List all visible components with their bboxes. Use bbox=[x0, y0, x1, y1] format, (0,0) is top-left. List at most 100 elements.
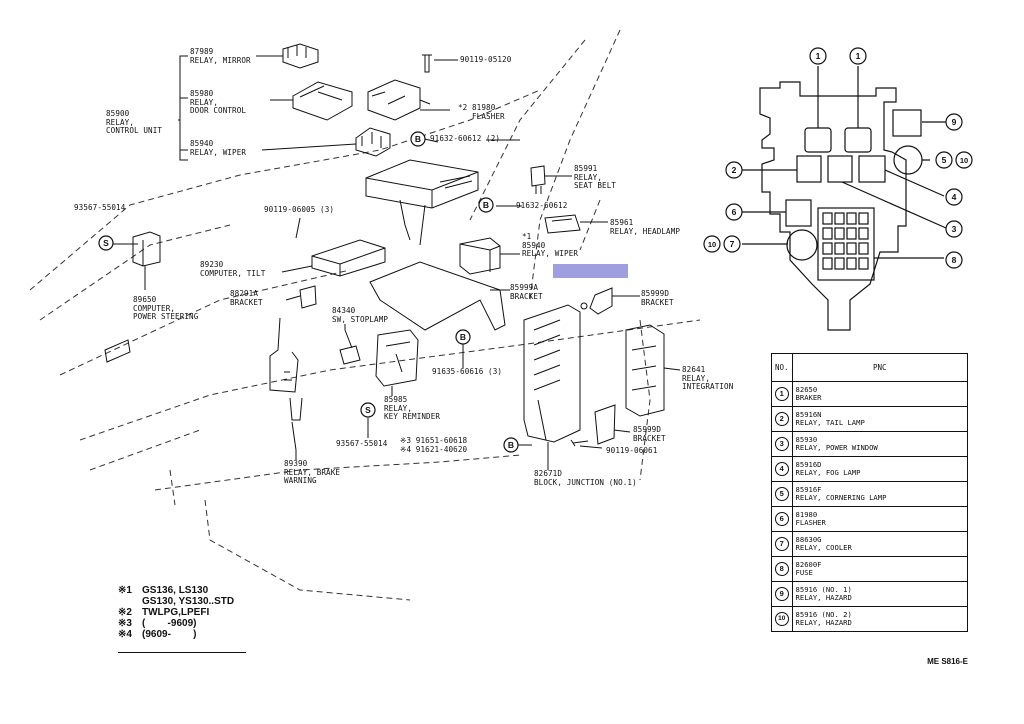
callout-b bbox=[478, 197, 494, 213]
layout-number: 10 bbox=[708, 240, 716, 249]
row-number: 10 bbox=[774, 612, 789, 626]
pnc-name: RELAY, TAIL LAMP bbox=[795, 418, 865, 427]
label-bolt-90119-05120: 90119-05120 bbox=[460, 55, 512, 64]
table-row: 9 85916 (NO. 1)RELAY, HAZARD bbox=[771, 581, 969, 607]
pnc-name: BRAKER bbox=[795, 393, 822, 402]
callout-b bbox=[503, 437, 519, 453]
row-number: 7 bbox=[774, 537, 789, 551]
highlight-box bbox=[553, 264, 628, 278]
callout-s-text: S bbox=[365, 405, 371, 415]
pnc-name: RELAY, POWER WINDOW bbox=[795, 443, 878, 452]
layout-number: 6 bbox=[732, 207, 737, 217]
pnc-code: 85916N bbox=[795, 410, 822, 419]
layout-number: 5 bbox=[942, 155, 947, 165]
layout-number: 2 bbox=[732, 165, 737, 175]
legend-underline bbox=[118, 652, 246, 653]
pnc-code: 82650 bbox=[795, 385, 818, 394]
header-no: NO. bbox=[771, 353, 793, 382]
row-number: 6 bbox=[774, 512, 789, 526]
pnc-name: RELAY, HAZARD bbox=[795, 593, 852, 602]
layout-number: 8 bbox=[952, 255, 957, 265]
pnc-code: 81980 bbox=[795, 510, 818, 519]
pnc-name: RELAY, COOLER bbox=[795, 543, 852, 552]
row-number: 8 bbox=[774, 562, 789, 576]
label-flasher: *2 81980 FLASHER bbox=[458, 103, 505, 121]
callout-s-text: S bbox=[103, 238, 109, 248]
pnc-code: 82600F bbox=[795, 560, 822, 569]
callout-s bbox=[360, 402, 376, 418]
table-row: 10 85916 (NO. 2)RELAY, HAZARD bbox=[771, 606, 969, 632]
label-clip-93567-a: 93567-55014 bbox=[74, 203, 126, 212]
row-number: 3 bbox=[774, 437, 789, 451]
pnc-code: 85916 (NO. 2) bbox=[795, 610, 852, 619]
pnc-name: RELAY, HAZARD bbox=[795, 618, 852, 627]
callout-b bbox=[410, 131, 426, 147]
layout-number: 10 bbox=[960, 156, 968, 165]
label-screw-90119-06005: 90119-06005 (3) bbox=[264, 205, 335, 214]
label-bolt-91635: 91635-60616 (3) bbox=[432, 367, 503, 376]
layout-number: 1 bbox=[856, 51, 861, 61]
label-clip-93567-b: 93567-55014 bbox=[336, 439, 388, 448]
row-number: 5 bbox=[774, 487, 789, 501]
label-bolt-91651: ※3 91651-60618※4 91621-40620 bbox=[400, 436, 468, 454]
row-number: 2 bbox=[774, 412, 789, 426]
callout-b-text: B bbox=[415, 134, 421, 144]
row-number: 9 bbox=[774, 587, 789, 601]
layout-number: 3 bbox=[952, 224, 957, 234]
pnc-name: RELAY, FOG LAMP bbox=[795, 468, 861, 477]
callout-b bbox=[455, 329, 471, 345]
label-bolt-91632-a: 91632-60612 (2) bbox=[430, 134, 501, 143]
callout-b-text: B bbox=[483, 200, 489, 210]
table-header-row: NO. PNC bbox=[771, 353, 969, 382]
drawing-reference: ME S816-E bbox=[927, 657, 968, 666]
pnc-name: FLASHER bbox=[795, 518, 826, 527]
row-number: 1 bbox=[774, 387, 789, 401]
layout-number: 4 bbox=[952, 192, 957, 202]
layout-number: 7 bbox=[730, 239, 735, 249]
pnc-code: 88630G bbox=[795, 535, 822, 544]
callout-b-text: B bbox=[508, 440, 514, 450]
pnc-code: 85916F bbox=[795, 485, 822, 494]
pnc-name: FUSE bbox=[795, 568, 813, 577]
header-pnc: PNC bbox=[791, 353, 969, 382]
callout-b-text: B bbox=[460, 332, 466, 342]
callout-s bbox=[98, 235, 114, 251]
pnc-code: 85916D bbox=[795, 460, 822, 469]
pnc-code: 85930 bbox=[795, 435, 818, 444]
row-number: 4 bbox=[774, 462, 789, 476]
layout-number: 1 bbox=[816, 51, 821, 61]
pnc-code: 85916 (NO. 1) bbox=[795, 585, 852, 594]
junction-block-layout bbox=[703, 47, 973, 331]
pnc-name: RELAY, CORNERING LAMP bbox=[795, 493, 887, 502]
